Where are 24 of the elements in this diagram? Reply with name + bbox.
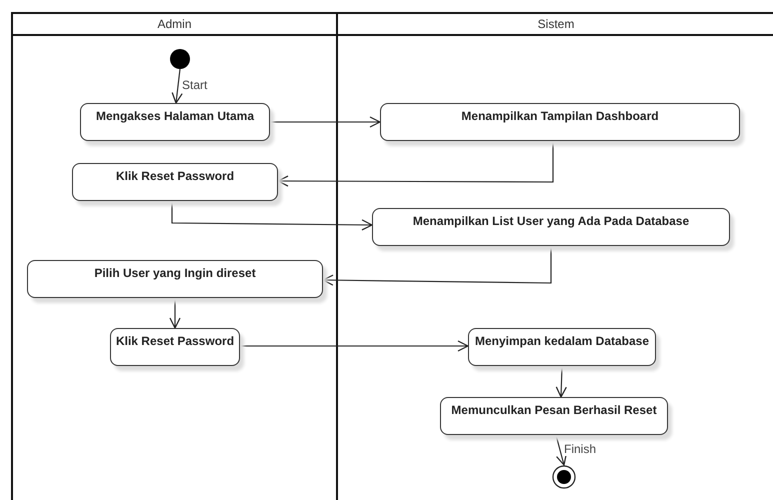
action-box: Pilih User yang Ingin direset <box>27 260 323 298</box>
action-box: Mengakses Halaman Utama <box>80 103 270 141</box>
arrow <box>556 366 567 398</box>
arrow <box>270 116 381 128</box>
edge-label: Finish <box>563 442 598 456</box>
end-node <box>552 465 576 489</box>
swimlane <box>11 12 338 500</box>
arrow <box>555 434 567 466</box>
start-node <box>170 49 190 69</box>
action-box: Menampilkan List User yang Ada Pada Database <box>372 208 730 246</box>
action-box: Klik Reset Password <box>110 328 240 366</box>
lane-heading: Admin <box>13 14 336 36</box>
arrow <box>171 201 373 230</box>
edge-label: Start <box>181 78 208 92</box>
arrow <box>322 246 552 286</box>
action-box: Menyimpan kedalam Database <box>468 328 656 366</box>
arrow <box>277 141 554 187</box>
action-box: Klik Reset Password <box>72 163 278 201</box>
arrow <box>169 298 181 329</box>
arrow <box>240 340 469 352</box>
arrow <box>172 68 183 104</box>
action-box: Menampilkan Tampilan Dashboard <box>380 103 740 141</box>
action-box: Memunculkan Pesan Berhasil Reset <box>440 397 668 435</box>
lane-heading: Sistem <box>338 14 773 36</box>
